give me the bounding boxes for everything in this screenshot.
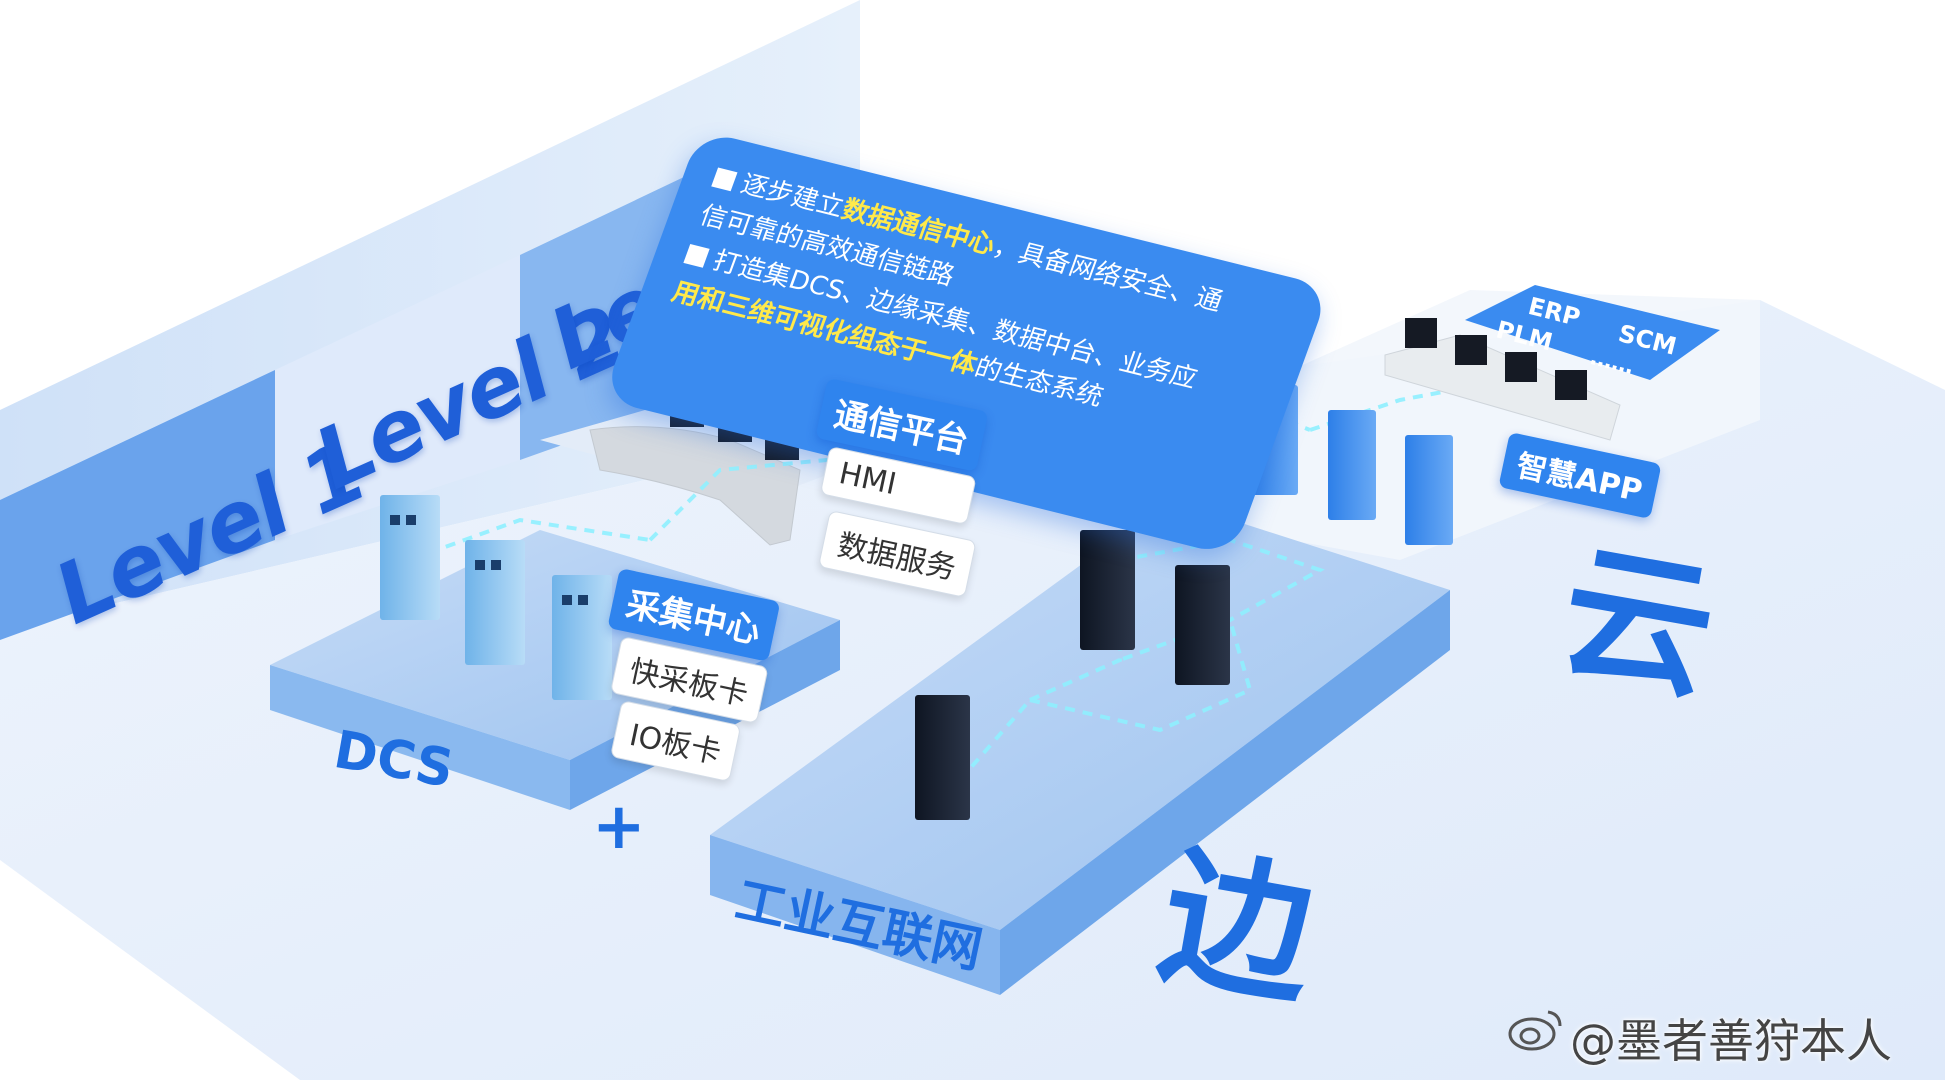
- plus-sign: +: [592, 790, 646, 864]
- edge-servers: [915, 530, 1230, 820]
- cloud-monitors: [1405, 318, 1587, 400]
- operator-desk: [589, 426, 801, 546]
- bullet-square-icon: [683, 243, 710, 268]
- internet-platform-top: [710, 500, 1450, 930]
- watermark-text: @墨者善狩本人: [1570, 1014, 1892, 1068]
- cloud-desk: [1384, 334, 1621, 441]
- bullet-square-icon: [711, 167, 738, 192]
- erp-panel: [1465, 285, 1720, 380]
- weibo-logo-icon: [1508, 1010, 1562, 1051]
- dcs-platform-side: [270, 665, 570, 810]
- level-2-band: [275, 255, 520, 540]
- level-1-band: [0, 370, 275, 640]
- dcs-cabinets: [380, 495, 612, 700]
